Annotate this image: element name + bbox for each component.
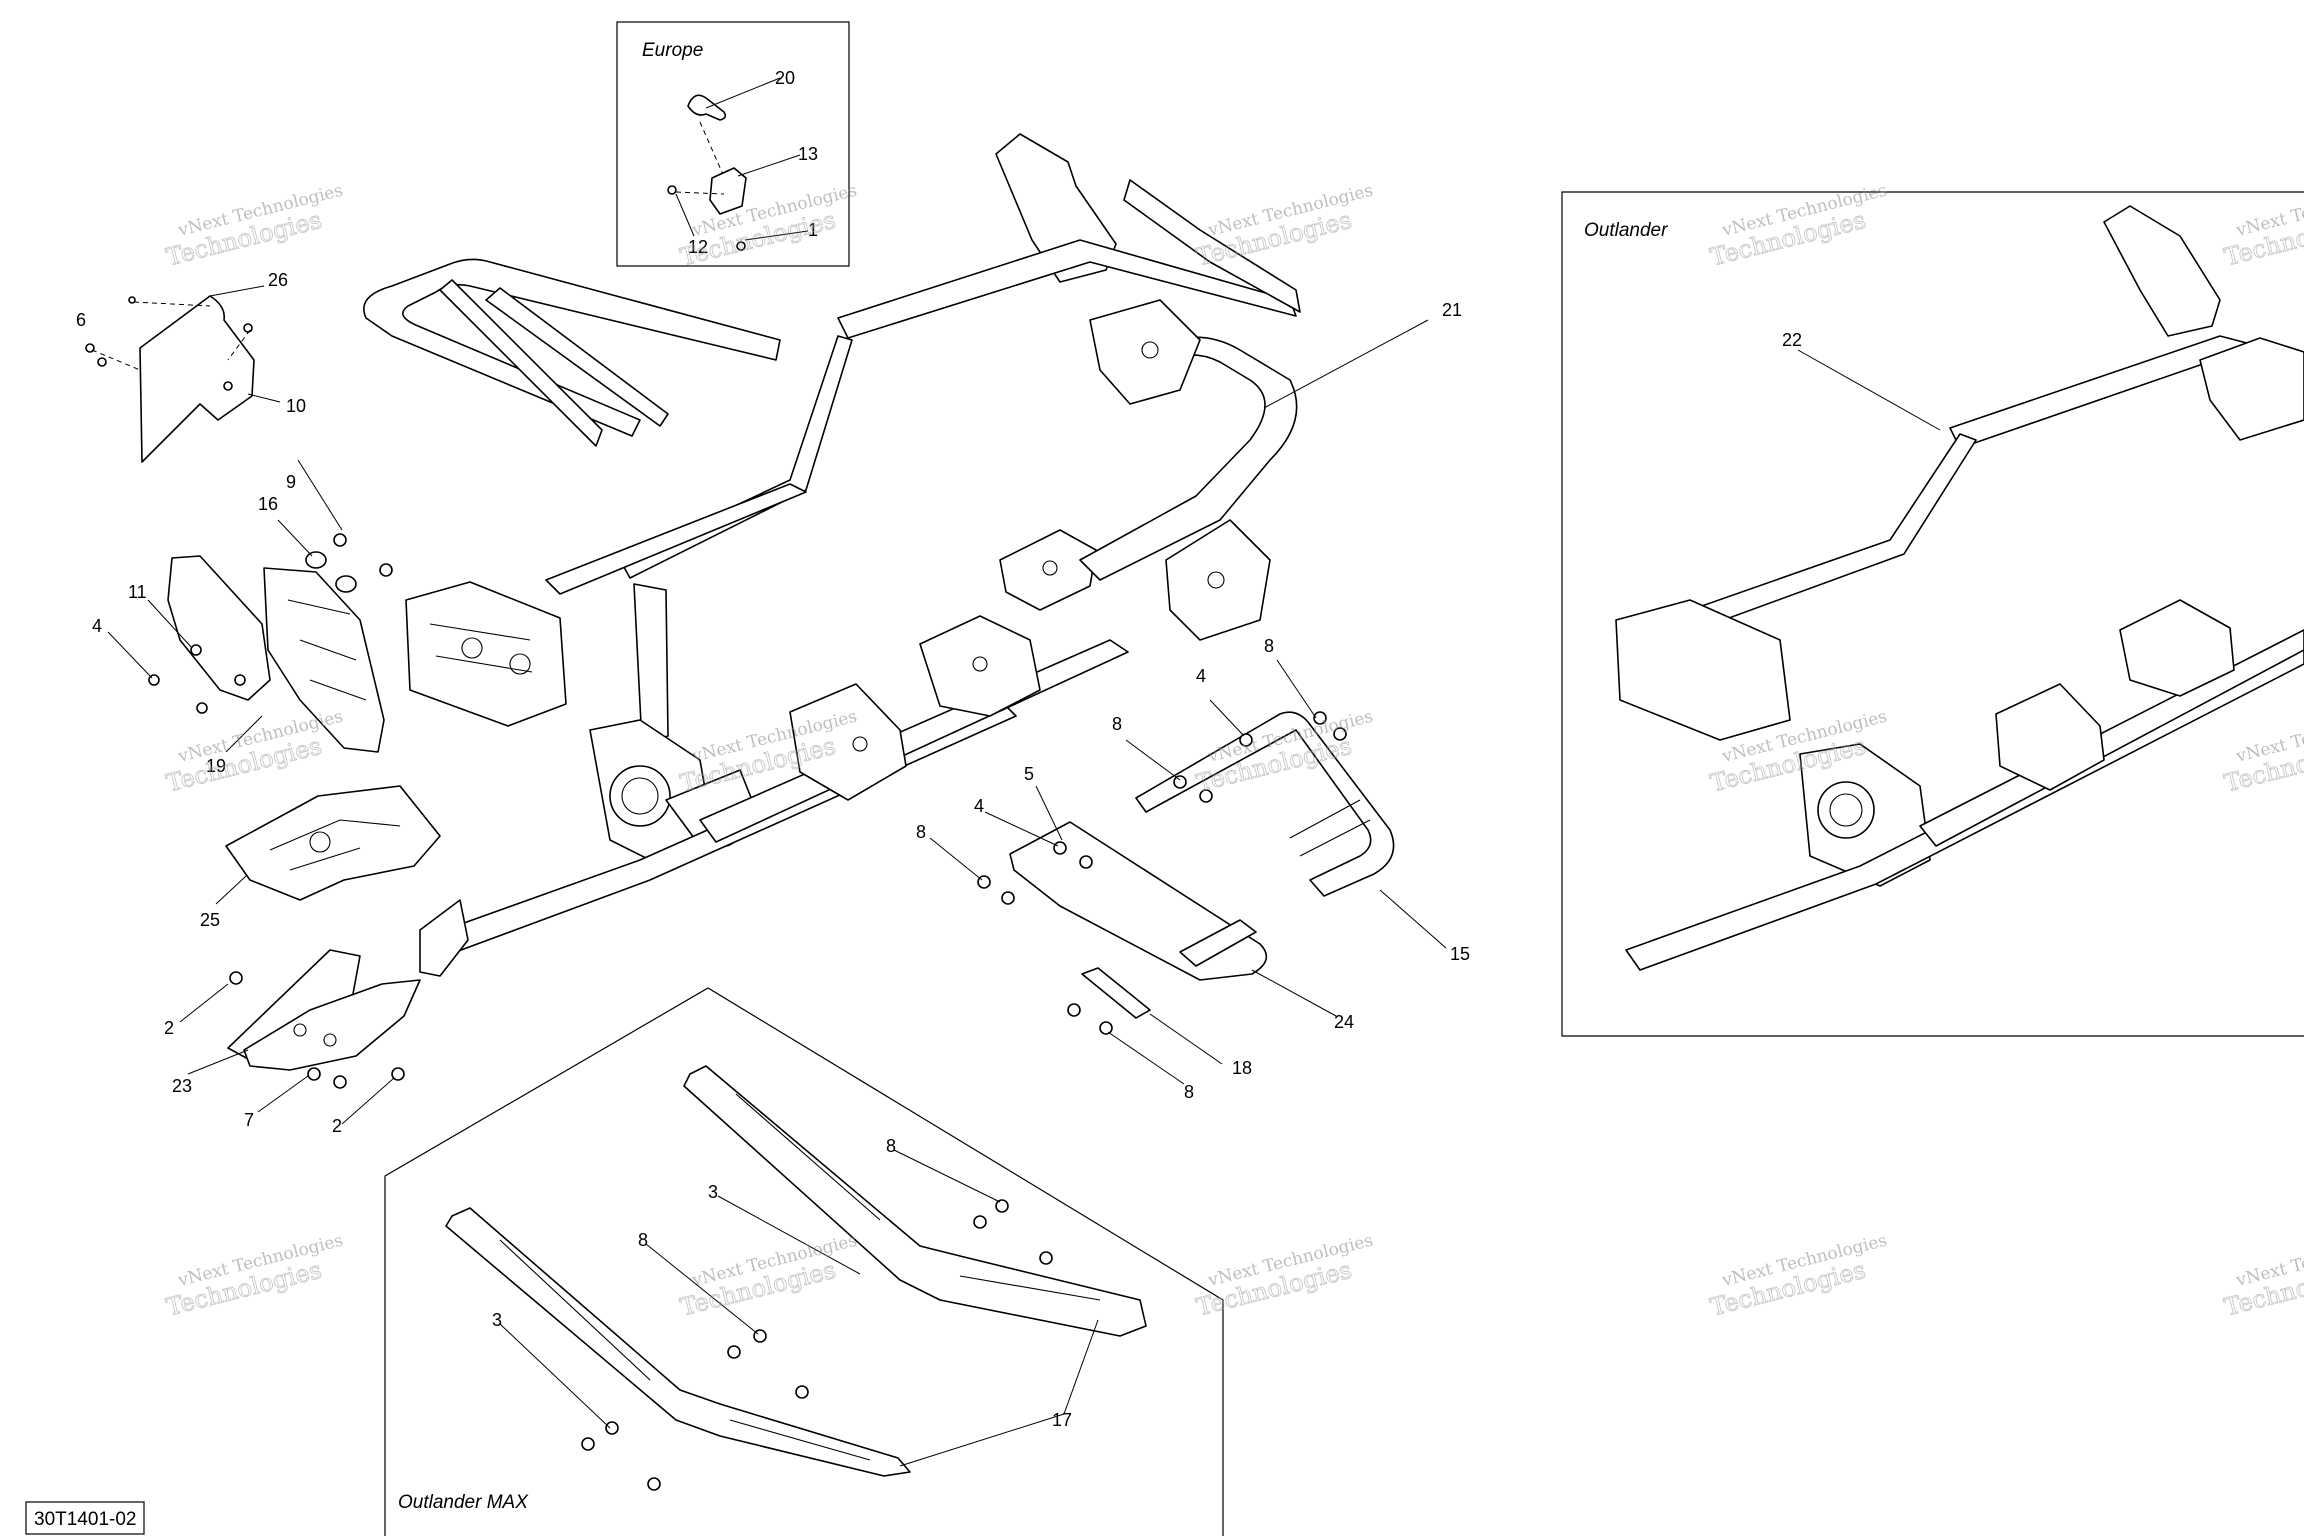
callout-11: 11 — [128, 582, 147, 602]
max-rail-upper — [683, 1065, 1147, 1337]
callout-numbers: 20 13 1 12 26 6 10 9 16 11 4 19 25 2 23 … — [76, 68, 1802, 1430]
callout-20: 20 — [775, 68, 795, 88]
strap-18 — [1067, 967, 1151, 1035]
callout-8f: 8 — [638, 1230, 648, 1250]
callout-8a: 8 — [1264, 636, 1274, 656]
callout-24: 24 — [1334, 1012, 1354, 1032]
callout-2a: 2 — [164, 1018, 174, 1038]
plate-26 — [85, 295, 255, 463]
callout-3a: 3 — [708, 1182, 718, 1202]
callout-21: 21 — [1442, 300, 1462, 320]
callout-9: 9 — [286, 472, 296, 492]
callout-2b: 2 — [332, 1116, 342, 1136]
callout-10: 10 — [286, 396, 306, 416]
skid-plate-25 — [225, 785, 441, 901]
callout-22: 22 — [1782, 330, 1802, 350]
bracket-assembly-19 — [148, 533, 393, 753]
outlander-max-inset-label: Outlander MAX — [398, 1492, 529, 1513]
callout-8b: 8 — [1112, 714, 1122, 734]
callout-3b: 3 — [492, 1310, 502, 1330]
callout-4c: 4 — [974, 796, 984, 816]
drawing-code: 30T1401-02 — [25, 1501, 145, 1535]
callout-8e: 8 — [886, 1136, 896, 1156]
drawing-code-text: 30T1401-02 — [34, 1509, 136, 1530]
callout-4b: 4 — [1196, 666, 1206, 686]
callout-8c: 8 — [916, 822, 926, 842]
callout-4a: 4 — [92, 616, 102, 636]
max-fasteners — [581, 1199, 1053, 1491]
callout-6: 6 — [76, 310, 86, 330]
callout-23: 23 — [172, 1076, 192, 1096]
outlander-inset: Outlander — [1561, 191, 2304, 1037]
max-rail-lower — [445, 1207, 911, 1477]
leader-lines — [107, 77, 1941, 1467]
callout-8d: 8 — [1184, 1082, 1194, 1102]
footrest-15 — [1135, 711, 1395, 897]
callout-7: 7 — [244, 1110, 254, 1130]
callout-13: 13 — [798, 144, 818, 164]
outlander-inset-label: Outlander — [1584, 220, 1668, 241]
callout-17: 17 — [1052, 1410, 1072, 1430]
callout-26: 26 — [268, 270, 288, 290]
callout-15: 15 — [1450, 944, 1470, 964]
bracket-23 — [227, 949, 421, 1089]
main-frame — [405, 133, 1301, 977]
outlander-max-inset: Outlander MAX — [384, 987, 1224, 1536]
footrest-24 — [1009, 821, 1268, 981]
callout-16: 16 — [258, 494, 278, 514]
callout-5: 5 — [1024, 764, 1034, 784]
callout-18: 18 — [1232, 1058, 1252, 1078]
callout-1: 1 — [808, 220, 818, 240]
callout-19: 19 — [206, 756, 226, 776]
outlander-frame — [1615, 205, 2304, 971]
callout-12: 12 — [688, 237, 708, 257]
rear-rack — [363, 258, 781, 447]
callout-25: 25 — [200, 910, 220, 930]
europe-inset-label: Europe — [642, 40, 703, 61]
europe-inset: Europe — [616, 21, 850, 267]
